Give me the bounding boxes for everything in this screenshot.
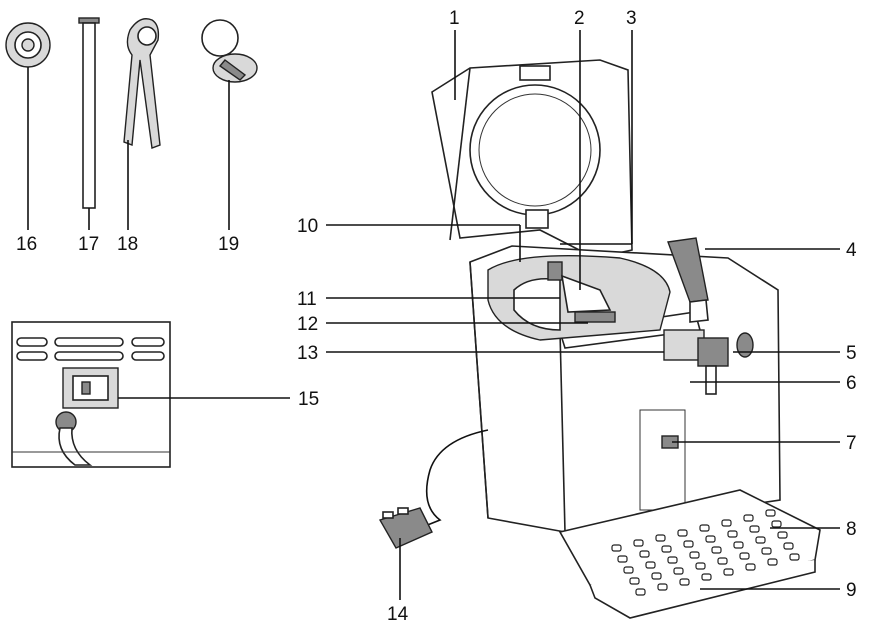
drip-tray-hole bbox=[723, 568, 734, 576]
drip-tray-hole bbox=[651, 572, 662, 580]
drip-tray-hole bbox=[695, 562, 706, 570]
drip-tray-hole bbox=[699, 524, 710, 532]
callout-14: 14 bbox=[387, 604, 409, 625]
drip-tray-hole bbox=[771, 520, 782, 528]
drip-tray-hole bbox=[749, 525, 760, 533]
drip-tray-hole bbox=[761, 547, 772, 555]
drip-tray-hole bbox=[721, 519, 732, 527]
accessory-opener-tool bbox=[123, 18, 161, 149]
drip-tray-hole bbox=[783, 542, 794, 550]
drip-tray-hole bbox=[611, 544, 622, 552]
drip-tray-hole bbox=[789, 553, 800, 561]
drip-tray-hole bbox=[677, 529, 688, 537]
callout-3: 3 bbox=[626, 8, 637, 29]
accessory-seal-ring bbox=[5, 22, 51, 68]
callout-13: 13 bbox=[297, 343, 318, 364]
accessory-tube bbox=[78, 17, 100, 209]
drip-tray-hole bbox=[661, 545, 672, 553]
drip-tray-hole bbox=[629, 577, 640, 585]
callout-9: 9 bbox=[846, 580, 857, 601]
callout-6: 6 bbox=[846, 373, 857, 394]
callout-15: 15 bbox=[298, 389, 319, 410]
callout-7: 7 bbox=[846, 433, 857, 454]
drip-tray-hole bbox=[739, 552, 750, 560]
drip-tray-hole bbox=[617, 555, 628, 563]
callout-5: 5 bbox=[846, 343, 857, 364]
callout-12: 12 bbox=[297, 314, 318, 335]
drip-tray-hole bbox=[623, 566, 634, 574]
drip-tray-hole bbox=[765, 509, 776, 517]
callout-16: 16 bbox=[16, 234, 37, 255]
drip-tray-hole bbox=[755, 536, 766, 544]
drip-tray-hole bbox=[733, 541, 744, 549]
drip-tray-hole bbox=[777, 531, 788, 539]
drip-tray-hole bbox=[743, 514, 754, 522]
callout-lines bbox=[27, 30, 840, 600]
callout-1: 1 bbox=[449, 8, 460, 29]
drip-tray-hole bbox=[727, 530, 738, 538]
callout-19: 19 bbox=[218, 234, 239, 255]
drip-tray-hole bbox=[657, 583, 668, 591]
power-cord bbox=[378, 429, 489, 549]
callout-17: 17 bbox=[78, 234, 99, 255]
inset-rear-panel bbox=[11, 321, 171, 468]
callout-8: 8 bbox=[846, 519, 857, 540]
drip-tray-hole bbox=[711, 546, 722, 554]
drip-tray-hole bbox=[767, 558, 778, 566]
drip-tray-holes bbox=[611, 509, 800, 596]
drip-tray-hole bbox=[645, 561, 656, 569]
callout-10: 10 bbox=[297, 216, 318, 237]
drip-tray-hole bbox=[705, 535, 716, 543]
callout-4: 4 bbox=[846, 240, 857, 261]
callout-labels: 1 2 3 4 5 6 7 8 9 10 11 12 13 14 15 16 1… bbox=[16, 8, 857, 625]
drip-tray-hole bbox=[655, 534, 666, 542]
callout-11: 11 bbox=[297, 289, 317, 310]
drip-tray-hole bbox=[717, 557, 728, 565]
appliance-body bbox=[431, 59, 821, 619]
drip-tray-hole bbox=[635, 588, 646, 596]
accessory-cap bbox=[201, 19, 258, 83]
callout-18: 18 bbox=[117, 234, 138, 255]
drip-tray-hole bbox=[701, 573, 712, 581]
drip-tray-hole bbox=[679, 578, 690, 586]
drip-tray-hole bbox=[683, 540, 694, 548]
drip-tray-hole bbox=[673, 567, 684, 575]
drip-tray-hole bbox=[633, 539, 644, 547]
drip-tray-hole bbox=[689, 551, 700, 559]
drip-tray-hole bbox=[745, 563, 756, 571]
drip-tray-hole bbox=[639, 550, 650, 558]
drip-tray-hole bbox=[667, 556, 678, 564]
callout-2: 2 bbox=[574, 8, 585, 29]
